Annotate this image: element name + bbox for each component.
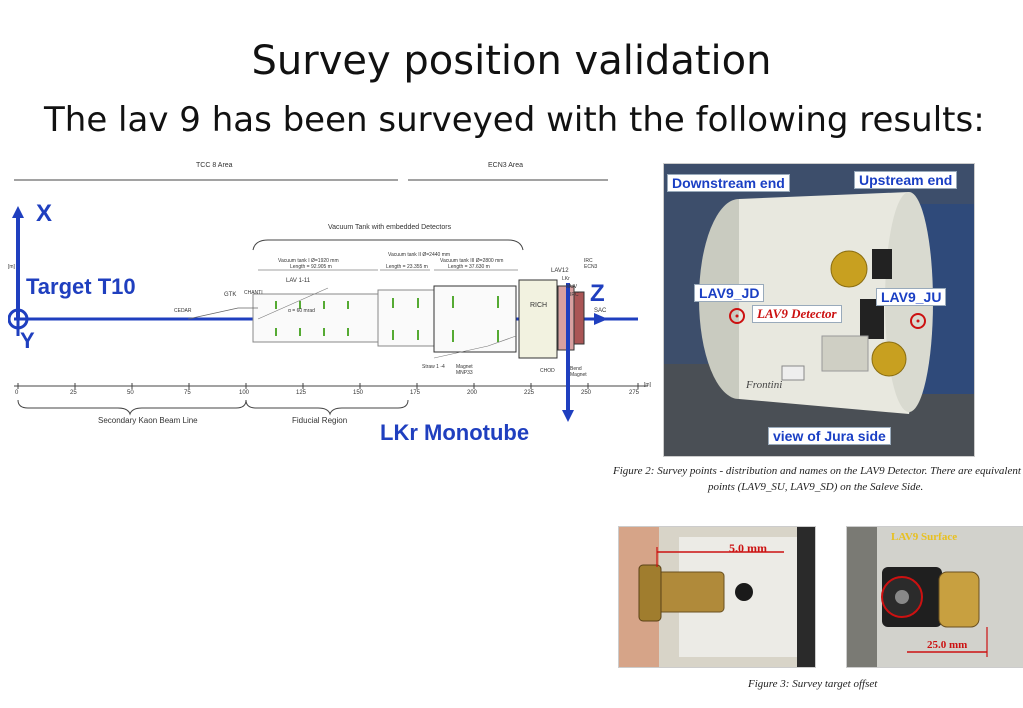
tick-label: 0 bbox=[15, 390, 19, 396]
tick-label: 100 bbox=[239, 390, 250, 396]
chod-label: CHOD bbox=[540, 368, 555, 374]
tick-label: 125 bbox=[296, 390, 307, 396]
jura-side-label: view of Jura side bbox=[768, 427, 891, 445]
area-left-label: TCC 8 Area bbox=[196, 162, 233, 169]
target-offset-right-drawing bbox=[847, 527, 1023, 667]
measure-25mm-label: 25.0 mm bbox=[927, 639, 968, 651]
axis-y-label: Y bbox=[20, 328, 35, 353]
tick-label: 175 bbox=[410, 390, 421, 396]
tick-label: 75 bbox=[184, 390, 191, 396]
slide-subtitle: The lav 9 has been surveyed with the fol… bbox=[44, 100, 985, 140]
figure2-caption-line1: Figure 2: Survey points - distribution a… bbox=[613, 465, 1021, 477]
target-label: Target T10 bbox=[26, 274, 136, 299]
tick-label: 250 bbox=[581, 390, 592, 396]
beamline-diagram: TCC 8 Area ECN3 Area Vacuum Tank with em… bbox=[7, 158, 651, 448]
lav12-label: LAV12 bbox=[551, 268, 569, 274]
region-left-label: Secondary Kaon Beam Line bbox=[98, 416, 198, 425]
figure3-caption: Figure 3: Survey target offset bbox=[748, 678, 878, 690]
tick-label: 275 bbox=[629, 390, 640, 396]
cedar-label: CEDAR bbox=[174, 308, 192, 314]
lav9-ju-label: LAV9_JU bbox=[876, 288, 947, 306]
tank1-label: Vacuum tank I Ø=1920 mm bbox=[278, 258, 339, 264]
downstream-end-label: Downstream end bbox=[667, 174, 790, 192]
tank3-label: Vacuum tank III Ø=2800 mm bbox=[440, 258, 504, 264]
sac-label: SAC bbox=[594, 308, 607, 314]
slide-title: Survey position validation bbox=[251, 38, 772, 84]
straw-label: Straw 1 -4 bbox=[422, 364, 445, 370]
axis-x-label: X bbox=[36, 200, 53, 227]
lkr-small-label: LKr bbox=[562, 276, 570, 282]
target-offset-photo-left: 5.0 mm bbox=[618, 526, 816, 668]
rich-label: RICH bbox=[530, 302, 548, 309]
lkr-monotube-label: LKr Monotube bbox=[380, 420, 530, 445]
tank2-label: Vacuum tank II Ø=2440 mm bbox=[388, 252, 451, 258]
tick-label: 25 bbox=[70, 390, 77, 396]
axis-unit-z: [m] bbox=[644, 382, 651, 388]
lav9-surface-label: LAV9 Surface bbox=[891, 531, 958, 543]
tank3-length: Length = 37.630 m bbox=[448, 264, 490, 270]
tank2-length: Length = 23.355 m bbox=[386, 264, 428, 270]
magnet-label: Magnet MNP33 bbox=[456, 364, 473, 376]
brand-label: Frontini bbox=[746, 379, 783, 391]
axis-unit-y: [m] bbox=[8, 264, 15, 270]
vacuum-tank-label: Vacuum Tank with embedded Detectors bbox=[328, 224, 452, 231]
tick-label: 225 bbox=[524, 390, 535, 396]
alpha-label: α = 60 mrad bbox=[288, 308, 315, 314]
axis-z-label: Z bbox=[590, 280, 605, 307]
figure2-caption-line2: points (LAV9_SU, LAV9_SD) on the Saleve … bbox=[708, 481, 924, 493]
gtk-label: GTK bbox=[224, 292, 237, 298]
area-right-label: ECN3 Area bbox=[488, 162, 524, 169]
irc-label: IRC bbox=[570, 292, 579, 298]
tick-label: 200 bbox=[467, 390, 478, 396]
chanti-label: CHANTI bbox=[244, 290, 263, 296]
region-mid-label: Fiducial Region bbox=[292, 416, 348, 425]
bend-magnet-label: Bend Magnet bbox=[570, 366, 587, 378]
upstream-end-label: Upstream end bbox=[854, 171, 958, 189]
target-offset-left-drawing bbox=[619, 527, 815, 667]
lav-range-label: LAV 1-11 bbox=[286, 278, 311, 284]
tick-label: 150 bbox=[353, 390, 364, 396]
measure-5mm-label: 5.0 mm bbox=[729, 541, 767, 555]
irc-ecn3-label: IRC ECN3 bbox=[584, 258, 598, 270]
tank1-length: Length = 92.905 m bbox=[290, 264, 332, 270]
lav9-detector-label: LAV9 Detector bbox=[752, 305, 842, 323]
lav9-jd-label: LAV9_JD bbox=[694, 284, 765, 302]
beamline-drawing bbox=[7, 179, 648, 422]
lav9-photo: Downstream end Upstream end LAV9_JD LAV9… bbox=[663, 163, 975, 457]
tick-label: 50 bbox=[127, 390, 134, 396]
muv-label: MUV bbox=[566, 284, 578, 290]
target-offset-photo-right: LAV9 Surface 25.0 mm bbox=[846, 526, 1023, 668]
